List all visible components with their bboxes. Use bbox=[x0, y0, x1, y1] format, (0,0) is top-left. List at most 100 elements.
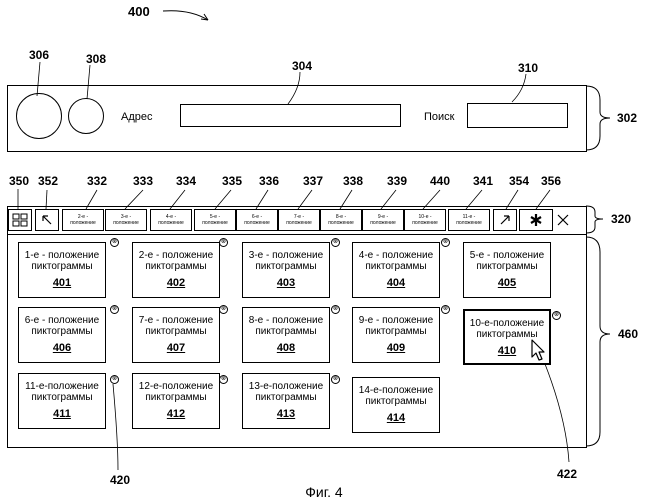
icon-tile[interactable]: 11-е-положениепиктограммы411 bbox=[18, 373, 106, 429]
tile-label: пиктограммы bbox=[353, 261, 439, 272]
arrow-up-right-icon bbox=[498, 213, 512, 227]
icon-tile[interactable]: 1-е - положениепиктограммы401 bbox=[18, 242, 106, 298]
tile-label: пиктограммы bbox=[19, 326, 105, 337]
tile-number: 405 bbox=[464, 278, 550, 289]
icon-tile[interactable]: 12-е-положениепиктограммы 412 bbox=[132, 373, 220, 429]
icon-tile[interactable]: 5-е - положениепиктограммы405 bbox=[463, 242, 551, 298]
tile-close-icon[interactable]: ⊗ bbox=[331, 238, 340, 247]
icon-tile[interactable]: 2-е - положениепиктограммы402 bbox=[132, 242, 220, 298]
content-ref: 460 bbox=[618, 328, 638, 340]
tile-close-icon[interactable]: ⊗ bbox=[552, 311, 561, 320]
tab-ref: 335 bbox=[222, 175, 242, 187]
tile-close-icon[interactable]: ⊗ bbox=[441, 305, 450, 314]
tab-label: положение bbox=[158, 220, 184, 226]
tab-label: положение bbox=[370, 220, 396, 226]
tile-label: пиктограммы bbox=[243, 261, 329, 272]
icon-tile[interactable]: 14-е-положениепиктограммы 414 bbox=[352, 377, 440, 433]
forward-button[interactable] bbox=[493, 209, 517, 231]
icon-tile[interactable]: 4-е - положениепиктограммы404 bbox=[352, 242, 440, 298]
address-input[interactable] bbox=[180, 104, 401, 127]
tab-ref: 337 bbox=[303, 175, 323, 187]
tile-number: 402 bbox=[133, 278, 219, 289]
tile-label: пиктограммы bbox=[464, 261, 550, 272]
icon-tile[interactable]: 8-е - положениепиктограммы 408 bbox=[242, 307, 330, 363]
star-button[interactable] bbox=[519, 209, 553, 231]
icon-tile[interactable]: 9-е - положениепиктограммы409 bbox=[352, 307, 440, 363]
icon-tile[interactable]: 6-е - положениепиктограммы 406 bbox=[18, 307, 106, 363]
tab-position-8[interactable]: 8-е -положение bbox=[320, 209, 362, 231]
tile-close-icon[interactable]: ⊗ bbox=[219, 305, 228, 314]
tile-label: 14-е-положение bbox=[353, 385, 439, 396]
tab-position-4[interactable]: 4-е -положение bbox=[150, 209, 192, 231]
tile-label: пиктограммы bbox=[133, 392, 219, 403]
tile-number: 404 bbox=[353, 278, 439, 289]
tile-close-icon[interactable]: ⊗ bbox=[219, 375, 228, 384]
tile-label: 2-е - положение bbox=[133, 250, 219, 261]
tab-label: положение bbox=[244, 220, 270, 226]
tile-close-icon[interactable]: ⊗ bbox=[331, 375, 340, 384]
tab-position-6[interactable]: 6-е -положение bbox=[236, 209, 278, 231]
tab-label: положение bbox=[113, 220, 139, 226]
tile-label: пиктограммы bbox=[353, 326, 439, 337]
tab-position-11[interactable]: 11-е -положение bbox=[448, 209, 490, 231]
tile-number: 412 bbox=[133, 409, 219, 420]
tile-label: 3-е - положение bbox=[243, 250, 329, 261]
tab-label: положение bbox=[286, 220, 312, 226]
icon-tile[interactable]: 13-е-положениепиктограммы413 bbox=[242, 373, 330, 429]
browser-ref: 302 bbox=[617, 112, 637, 124]
arrow-up-left-icon bbox=[40, 213, 54, 227]
tab-ref: 440 bbox=[430, 175, 450, 187]
circle-small-ref: 308 bbox=[86, 53, 106, 65]
tab-label: положение bbox=[202, 220, 228, 226]
tile-close-icon[interactable]: ⊗ bbox=[110, 305, 119, 314]
tile-label: пиктограммы bbox=[243, 326, 329, 337]
tile-number: 407 bbox=[133, 343, 219, 354]
tab-position-10[interactable]: 10-е -положение bbox=[404, 209, 446, 231]
tab-label: положение bbox=[328, 220, 354, 226]
tab-ref: 338 bbox=[343, 175, 363, 187]
tile-label: пиктограммы bbox=[19, 261, 105, 272]
tile-number: 403 bbox=[243, 278, 329, 289]
tile-number: 401 bbox=[19, 278, 105, 289]
tab-label: положение bbox=[70, 220, 96, 226]
tile-label: 10-е-положение bbox=[465, 318, 549, 329]
tile-label: пиктограммы bbox=[133, 326, 219, 337]
tile-label: 8-е - положение bbox=[243, 315, 329, 326]
tile-label: пиктограммы bbox=[19, 392, 105, 403]
asterisk-icon bbox=[528, 212, 544, 228]
tab-label: положение bbox=[456, 220, 482, 226]
close-button[interactable] bbox=[556, 213, 570, 232]
tab-ref: 339 bbox=[387, 175, 407, 187]
tab-ref: 332 bbox=[87, 175, 107, 187]
mouse-cursor-icon bbox=[531, 339, 547, 363]
tab-ref: 333 bbox=[133, 175, 153, 187]
tab-ref: 341 bbox=[473, 175, 493, 187]
grid-button[interactable] bbox=[8, 209, 32, 231]
tile-number: 414 bbox=[353, 413, 439, 424]
forward-ref: 354 bbox=[509, 175, 529, 187]
tab-position-7[interactable]: 7-е -положение bbox=[278, 209, 320, 231]
icon-tile[interactable]: 3-е - положениепиктограммы 403 bbox=[242, 242, 330, 298]
address-label: Адрес bbox=[121, 112, 153, 123]
tab-position-2[interactable]: 2-е -положение bbox=[62, 209, 104, 231]
tile-number: 406 bbox=[19, 343, 105, 354]
grid-ref: 350 bbox=[9, 175, 29, 187]
tile-close-icon[interactable]: ⊗ bbox=[441, 238, 450, 247]
tab-position-3[interactable]: 3-е -положение bbox=[105, 209, 147, 231]
tile-label: 6-е - положение bbox=[19, 315, 105, 326]
search-input[interactable] bbox=[467, 103, 568, 128]
tile-close-icon[interactable]: ⊗ bbox=[110, 238, 119, 247]
icon-tile[interactable]: 7-е - положениепиктограммы 407 bbox=[132, 307, 220, 363]
tile-label: 7-е - положение bbox=[133, 315, 219, 326]
tile-label: пиктограммы bbox=[353, 396, 439, 407]
tile-number: 408 bbox=[243, 343, 329, 354]
tile-label: 12-е-положение bbox=[133, 381, 219, 392]
circle-large-ref: 306 bbox=[29, 49, 49, 61]
tab-position-9[interactable]: 9-е -положение bbox=[362, 209, 404, 231]
back-button[interactable] bbox=[35, 209, 59, 231]
tile-close-icon[interactable]: ⊗ bbox=[331, 305, 340, 314]
tab-position-5[interactable]: 5-е -положение bbox=[194, 209, 236, 231]
tile-close-icon[interactable]: ⊗ bbox=[219, 238, 228, 247]
tile-label: 13-е-положение bbox=[243, 381, 329, 392]
tile-close-icon[interactable]: ⊗ bbox=[110, 375, 119, 384]
